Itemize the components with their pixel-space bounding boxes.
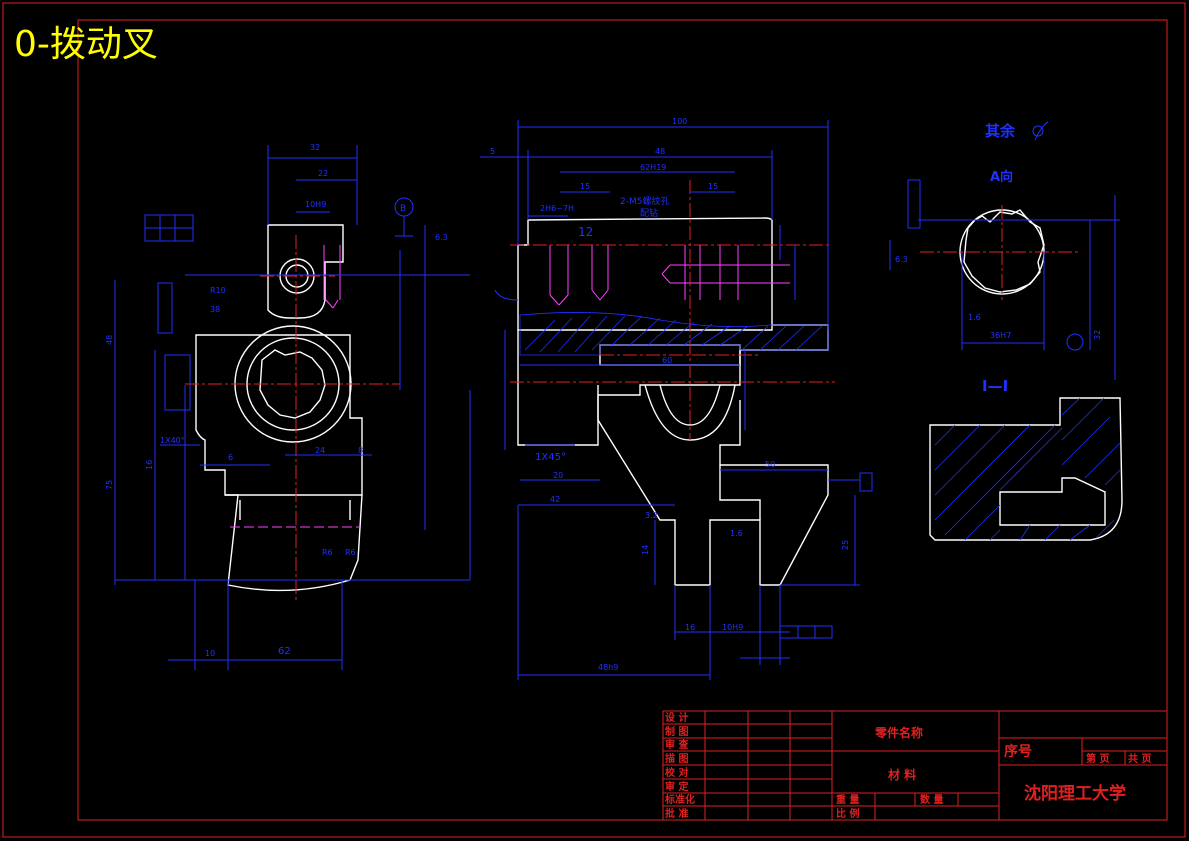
thread-note: 2-M5螺纹孔 [620, 195, 669, 207]
dim-15-a: 15 [580, 182, 590, 191]
dim-2h6: 2H6~7H [540, 204, 574, 213]
role-approve: 批 准 [665, 807, 688, 820]
role-tracing: 描 图 [665, 752, 688, 765]
dim-10h9: 10H9 [305, 200, 326, 209]
drawing-title: 0-拨动叉 [14, 24, 158, 65]
quantity-label: 数 量 [920, 793, 943, 806]
weight-label: 重 量 [836, 793, 859, 806]
middle-view-dimensions [480, 120, 873, 680]
dim-1p6-right: 1.6 [968, 313, 981, 322]
middle-view [517, 217, 829, 586]
role-standard: 标准化 [664, 793, 695, 806]
a-view-text: 其余 A向 36H7 6.3 1.6 32 [895, 122, 1102, 340]
dim-16: 16 [145, 460, 154, 470]
middle-view-centerlines [510, 180, 835, 440]
chamfer-middle: 1X45° [535, 452, 566, 463]
view-a-label: A向 [990, 169, 1013, 185]
dim-6p3-right: 6.3 [895, 255, 908, 264]
left-view-centerlines [185, 235, 400, 600]
dim-36h7: 36H7 [990, 331, 1011, 340]
dim-6p3: 6.3 [435, 233, 448, 242]
dim-62: 62 [278, 646, 291, 657]
dim-32: 32 [310, 143, 320, 152]
role-approve-final: 审 定 [665, 780, 688, 793]
dim-25: 25 [841, 540, 850, 550]
dim-42: 42 [550, 495, 560, 504]
dim-100: 100 [672, 117, 687, 126]
title-block-text: 设 计 制 图 审 查 描 图 校 对 审 定 标准化 批 准 零件名称 材 料… [664, 711, 1151, 820]
dim-48h9: 48h9 [598, 663, 618, 672]
middle-hatch [519, 312, 829, 356]
dim-5: 5 [490, 147, 495, 156]
dim-60: 60 [662, 356, 672, 365]
dim-1p6: 1.6 [730, 529, 743, 538]
dim-62h19: 62H19 [640, 163, 666, 172]
dim-24: 24 [315, 446, 325, 455]
a-view-centerlines [920, 205, 1080, 300]
dim-75: 75 [105, 480, 114, 490]
dim-48: 48 [105, 335, 114, 345]
role-drafting: 制 图 [665, 725, 688, 738]
left-view [195, 224, 363, 592]
left-view-hidden [230, 245, 360, 528]
a-view-dimensions [889, 121, 1120, 380]
dim-3p2: 3.2 [645, 511, 658, 520]
dim-8: 8 [358, 446, 363, 455]
serial-label: 序号 [1004, 743, 1032, 760]
dim-48-top: 48 [655, 147, 665, 156]
section-view [929, 397, 1123, 541]
dim-20: 20 [553, 471, 563, 480]
datum-b: B [400, 204, 406, 214]
middle-view-text: 100 48 5 62H19 15 15 2H6~7H 12 60 50 42 … [490, 117, 850, 672]
dim-10: 10 [205, 649, 215, 658]
title-block [662, 710, 1168, 821]
dim-12: 12 [578, 225, 593, 239]
scale-label: 比 例 [836, 807, 859, 820]
material-label: 材 料 [887, 767, 916, 782]
left-view-text: 32 22 10H9 38 R10 48 16 75 6 24 8 10 62 … [105, 143, 448, 658]
dim-32-right: 32 [1093, 330, 1102, 340]
left-view-dimensions [114, 145, 471, 670]
chamfer-left: 1X40° [160, 436, 185, 445]
role-review: 审 查 [665, 738, 689, 751]
dim-r6-a: R6 [322, 548, 333, 557]
role-design: 设 计 [665, 711, 688, 724]
thread-note-2: 配钻 [640, 207, 658, 219]
total-label: 共 页 [1128, 752, 1151, 765]
dim-38: 38 [210, 305, 220, 314]
dim-10h9-bot: 10H9 [722, 623, 743, 632]
dim-22: 22 [318, 169, 328, 178]
section-label: I—I [982, 377, 1008, 395]
dim-14: 14 [641, 545, 650, 555]
dim-6: 6 [228, 453, 233, 462]
part-name-label: 零件名称 [874, 725, 923, 740]
dim-16-bot: 16 [685, 623, 695, 632]
dim-r6-b: R6 [345, 548, 356, 557]
school-name: 沈阳理工大学 [1024, 783, 1126, 804]
inner-frame [77, 19, 1168, 821]
middle-view-hidden [549, 245, 790, 306]
page-label: 第 页 [1086, 752, 1109, 765]
dim-50: 50 [765, 460, 775, 469]
other-finish-label: 其余 [985, 122, 1016, 140]
dim-r10: R10 [210, 286, 226, 295]
dim-15-b: 15 [708, 182, 718, 191]
role-check: 校 对 [665, 766, 688, 779]
